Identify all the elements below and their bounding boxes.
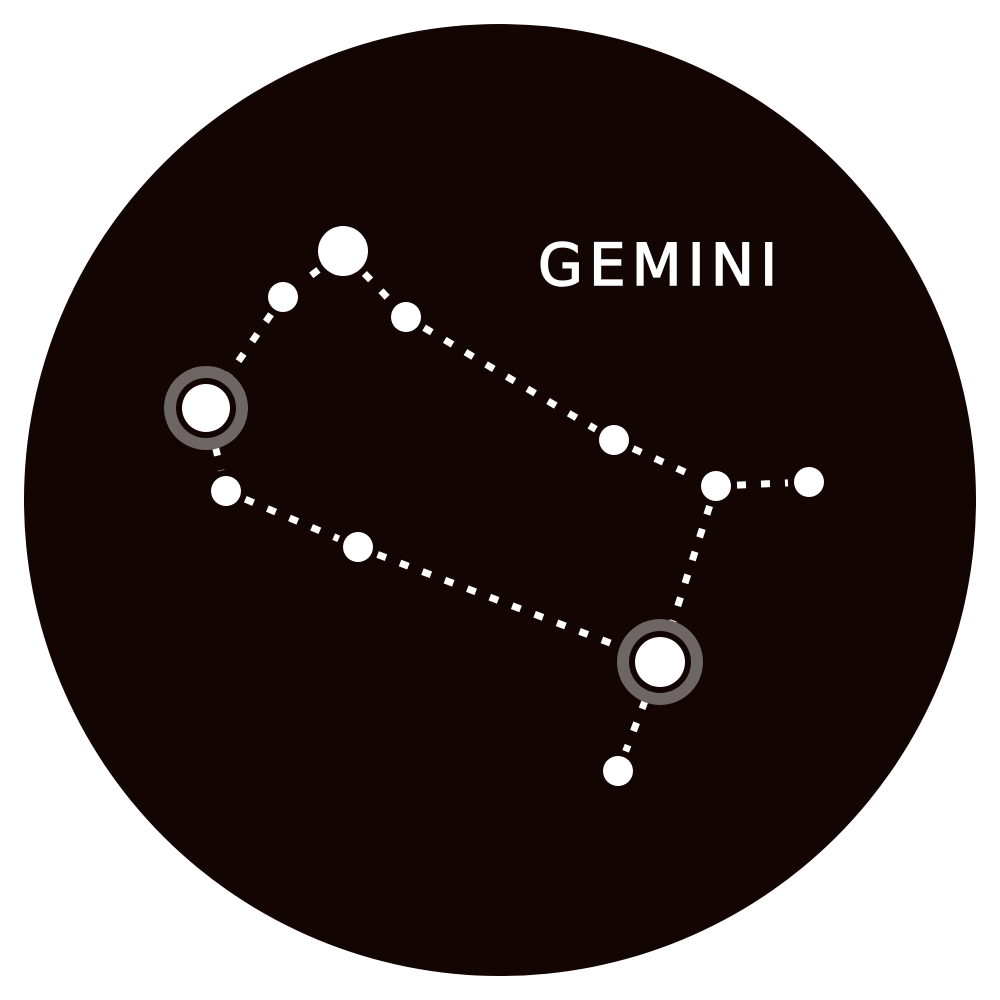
star-with-halo-icon-c <box>182 384 230 432</box>
star-icon-d <box>211 476 241 506</box>
constellation-line-d-e <box>243 495 341 543</box>
star-icon-k <box>794 467 824 497</box>
star-icon-a <box>318 226 368 276</box>
constellation-line-a-h <box>361 270 395 305</box>
constellation-line-h-i <box>422 324 598 433</box>
constellation-line-j-k <box>736 479 789 489</box>
constellation-line-a-b <box>297 267 321 287</box>
constellation-stars <box>182 226 824 786</box>
star-icon-j <box>701 471 731 501</box>
constellation-line-c-d <box>211 446 225 472</box>
constellation-title: GEMINI <box>537 231 784 299</box>
star-with-halo-icon-f <box>635 637 685 687</box>
star-icon-e <box>343 532 373 562</box>
constellation-line-j-f <box>669 504 713 624</box>
constellation-line-e-f <box>376 551 623 651</box>
star-icon-g <box>603 756 633 786</box>
constellation-lines <box>211 267 789 753</box>
star-icon-h <box>391 302 421 332</box>
constellation-line-f-g <box>622 699 649 753</box>
star-icon-i <box>599 425 629 455</box>
night-sky-disc <box>24 24 976 976</box>
star-icon-b <box>268 282 298 312</box>
